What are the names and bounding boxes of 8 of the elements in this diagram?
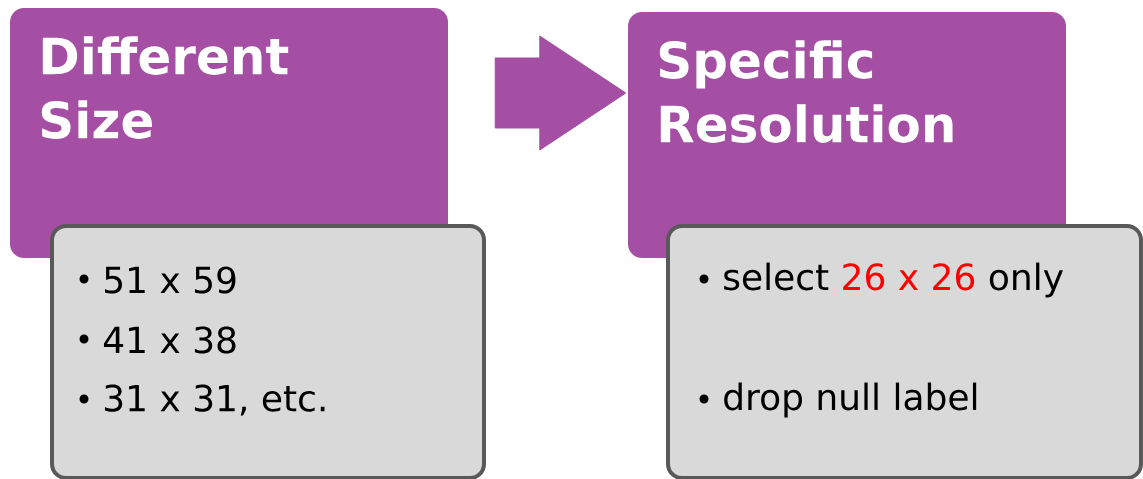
list-item: select 26 x 26 only	[724, 262, 1063, 298]
list-item: 51 x 59	[105, 266, 236, 294]
list-item: 31 x 31, etc.	[104, 384, 325, 416]
list-item: drop null label	[724, 382, 977, 418]
list-item: 41 x 38	[103, 326, 236, 354]
block-arrow	[494, 35, 627, 151]
heading: Different Size	[41, 36, 289, 139]
heading: Specific Resolution	[659, 40, 953, 143]
